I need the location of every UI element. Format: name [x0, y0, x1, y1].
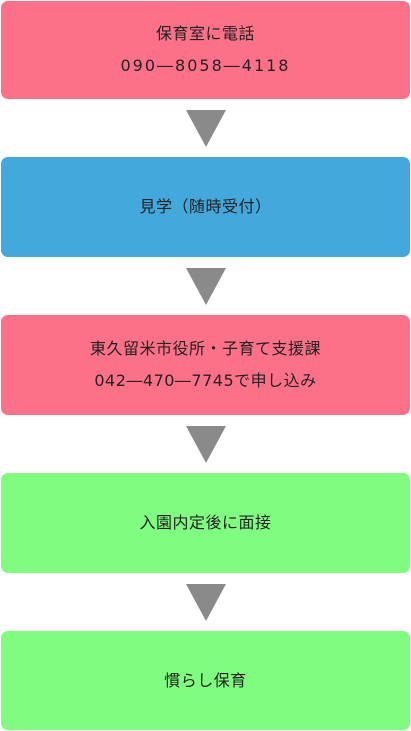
down-arrow-icon [186, 426, 226, 463]
down-arrow-icon [186, 268, 226, 305]
step-adjustment-childcare: 慣らし保育 [1, 631, 410, 730]
step-interview: 入園内定後に面接 [1, 473, 410, 573]
down-arrow-icon [186, 584, 226, 621]
step-title: 保育室に電話 [155, 24, 255, 43]
step-title: 入園内定後に面接 [139, 513, 272, 532]
step-phone-nursery: 保育室に電話 090―8058―4118 [1, 1, 410, 99]
phone-number: 042―470―7745で申し込み [94, 371, 317, 390]
step-apply-city-office: 東久留米市役所・子育て支援課 042―470―7745で申し込み [1, 315, 410, 415]
phone-number: 090―8058―4118 [120, 56, 291, 75]
down-arrow-icon [186, 110, 226, 147]
step-title: 東久留米市役所・子育て支援課 [89, 339, 321, 358]
step-title: 慣らし保育 [164, 670, 247, 690]
step-visit: 見学（随時受付） [1, 157, 410, 257]
step-title: 見学（随時受付） [139, 197, 272, 216]
